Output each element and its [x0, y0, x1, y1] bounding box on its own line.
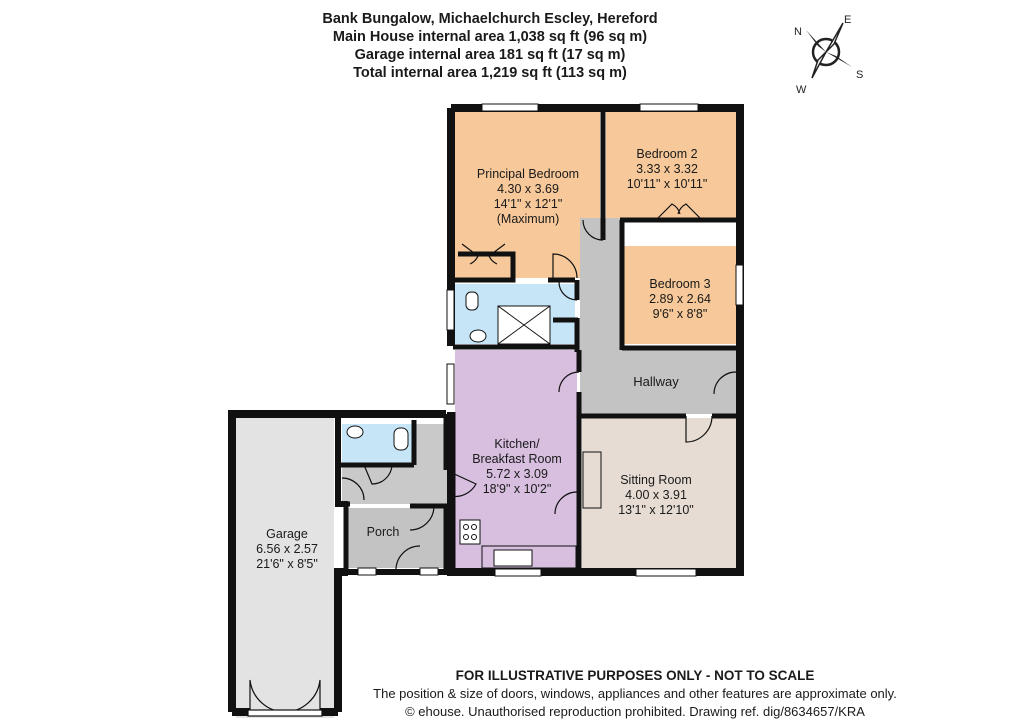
compass-s: S [856, 69, 863, 81]
bedroom2-area [606, 112, 736, 218]
kitchen-name-1: Kitchen/ [494, 437, 540, 451]
garage-imperial: 21'6" x 8'5" [256, 557, 318, 571]
bedroom2-imperial: 10'11" x 10'11" [627, 177, 708, 191]
door-icon [558, 371, 580, 393]
bedroom2-name: Bedroom 2 [636, 147, 697, 161]
window [419, 567, 439, 576]
walls [228, 104, 744, 716]
bedroom3-imperial: 9'6" x 8'8" [653, 307, 708, 321]
kitchen-name-2: Breakfast Room [472, 452, 562, 466]
fireplace-icon [582, 451, 602, 509]
door-icon [582, 219, 604, 241]
door-icon [657, 203, 681, 219]
garage-name: Garage [266, 527, 308, 541]
door-icon [341, 477, 365, 501]
copyright: © ehouse. Unauthorised reproduction proh… [405, 704, 865, 719]
bedroom3-area [624, 246, 736, 344]
approximation-note: The position & size of doors, windows, a… [373, 686, 897, 701]
door-icon [363, 464, 393, 485]
compass-w: W [796, 84, 807, 96]
porch-name: Porch [367, 525, 400, 539]
toilet-icon [465, 291, 479, 311]
property-title: Bank Bungalow, Michaelchurch Escley, Her… [322, 11, 658, 27]
sink-icon [493, 549, 533, 567]
window [446, 363, 455, 405]
total-area: Total internal area 1,219 sq ft (113 sq … [353, 65, 627, 81]
toilet-icon [393, 427, 409, 451]
door-icon [685, 415, 713, 443]
principal-bedroom-imperial: 14'1" x 12'1" [494, 197, 563, 211]
principal-bedroom-area [455, 112, 600, 278]
window [446, 289, 455, 331]
compass-e: E [844, 14, 851, 26]
window [635, 568, 697, 577]
sitting-room-name: Sitting Room [620, 473, 692, 487]
basin-icon [469, 329, 487, 343]
sitting-room-area [582, 418, 736, 568]
windows [357, 103, 744, 577]
compass-icon: N E S W [794, 14, 863, 96]
disclaimer: FOR ILLUSTRATIVE PURPOSES ONLY - NOT TO … [455, 668, 815, 683]
room-labels: Principal Bedroom 4.30 x 3.69 14'1" x 12… [256, 147, 711, 571]
window [735, 264, 744, 306]
garage-metric: 6.56 x 2.57 [256, 542, 318, 556]
doors [247, 203, 737, 717]
principal-bedroom-metric: 4.30 x 3.69 [497, 182, 559, 196]
principal-bedroom-name: Principal Bedroom [477, 167, 579, 181]
bedroom3-name: Bedroom 3 [649, 277, 710, 291]
door-icon [395, 545, 421, 571]
hob-icon [459, 519, 481, 545]
bedroom2-metric: 3.33 x 3.32 [636, 162, 698, 176]
garage-area-fill [236, 418, 334, 718]
worktop [481, 545, 577, 569]
hallway-name: Hallway [633, 374, 679, 389]
footer: FOR ILLUSTRATIVE PURPOSES ONLY - NOT TO … [350, 667, 920, 721]
door-icon [461, 243, 479, 265]
door-icon [558, 281, 578, 301]
window [494, 568, 542, 577]
window [481, 103, 539, 112]
room-fills [236, 112, 736, 718]
principal-bedroom-note: (Maximum) [497, 212, 560, 226]
door-icon [488, 243, 506, 265]
sitting-room-imperial: 13'1" x 12'10" [618, 503, 694, 517]
door-icon [713, 371, 737, 395]
door-icon [409, 505, 435, 531]
sitting-room-metric: 4.00 x 3.91 [625, 488, 687, 502]
door-icon [554, 491, 578, 515]
fixtures [346, 291, 602, 569]
door-icon [449, 471, 477, 498]
bedroom3-metric: 2.89 x 2.64 [649, 292, 711, 306]
compass-n: N [794, 26, 802, 38]
window [639, 103, 699, 112]
kitchen-imperial: 18'9" x 10'2" [483, 482, 552, 496]
porch-area [348, 508, 444, 568]
basin-icon [346, 425, 364, 439]
hallway-area [575, 218, 736, 414]
door-icon [677, 203, 701, 219]
door-icon [552, 253, 578, 279]
kitchen-metric: 5.72 x 3.09 [486, 467, 548, 481]
main-house-area: Main House internal area 1,038 sq ft (96… [332, 29, 648, 45]
header: Bank Bungalow, Michaelchurch Escley, Her… [0, 10, 980, 82]
garage-area: Garage internal area 181 sq ft (17 sq m) [354, 47, 626, 63]
window [357, 567, 377, 576]
